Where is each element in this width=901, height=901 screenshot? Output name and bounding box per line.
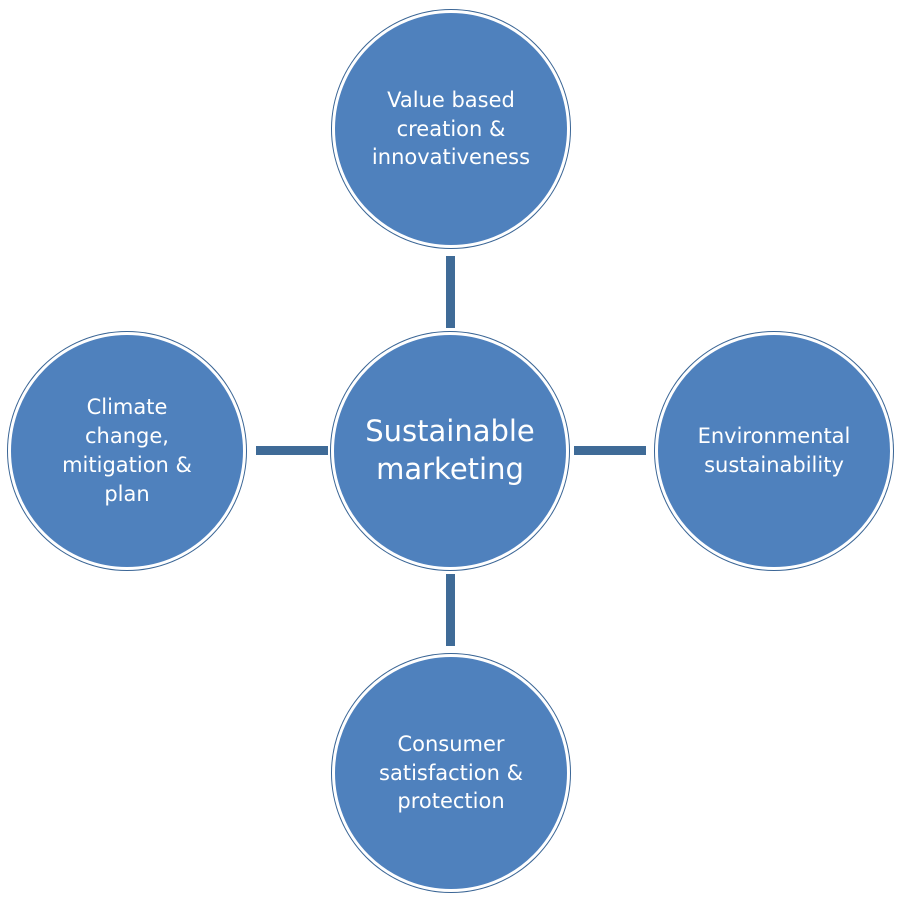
node-consumer-satisfaction: Consumer satisfaction & protection <box>332 654 570 892</box>
node-bottom-label: Consumer satisfaction & protection <box>379 731 523 814</box>
node-left-label: Climate change, mitigation & plan <box>62 395 192 506</box>
node-value-based-creation: Value based creation & innovativeness <box>332 10 570 248</box>
connector-top <box>446 256 455 328</box>
node-top-label: Value based creation & innovativeness <box>371 87 531 170</box>
node-center-label: Sustainable marketing <box>365 414 535 486</box>
connector-bottom <box>446 574 455 646</box>
node-right-label: Environmental sustainability <box>697 424 851 477</box>
node-environmental-sustainability: Environmental sustainability <box>655 332 893 570</box>
node-center-sustainable-marketing: Sustainable marketing <box>331 332 569 570</box>
connector-right <box>574 446 646 455</box>
connector-left <box>256 446 328 455</box>
node-climate-change: Climate change, mitigation & plan <box>8 332 246 570</box>
